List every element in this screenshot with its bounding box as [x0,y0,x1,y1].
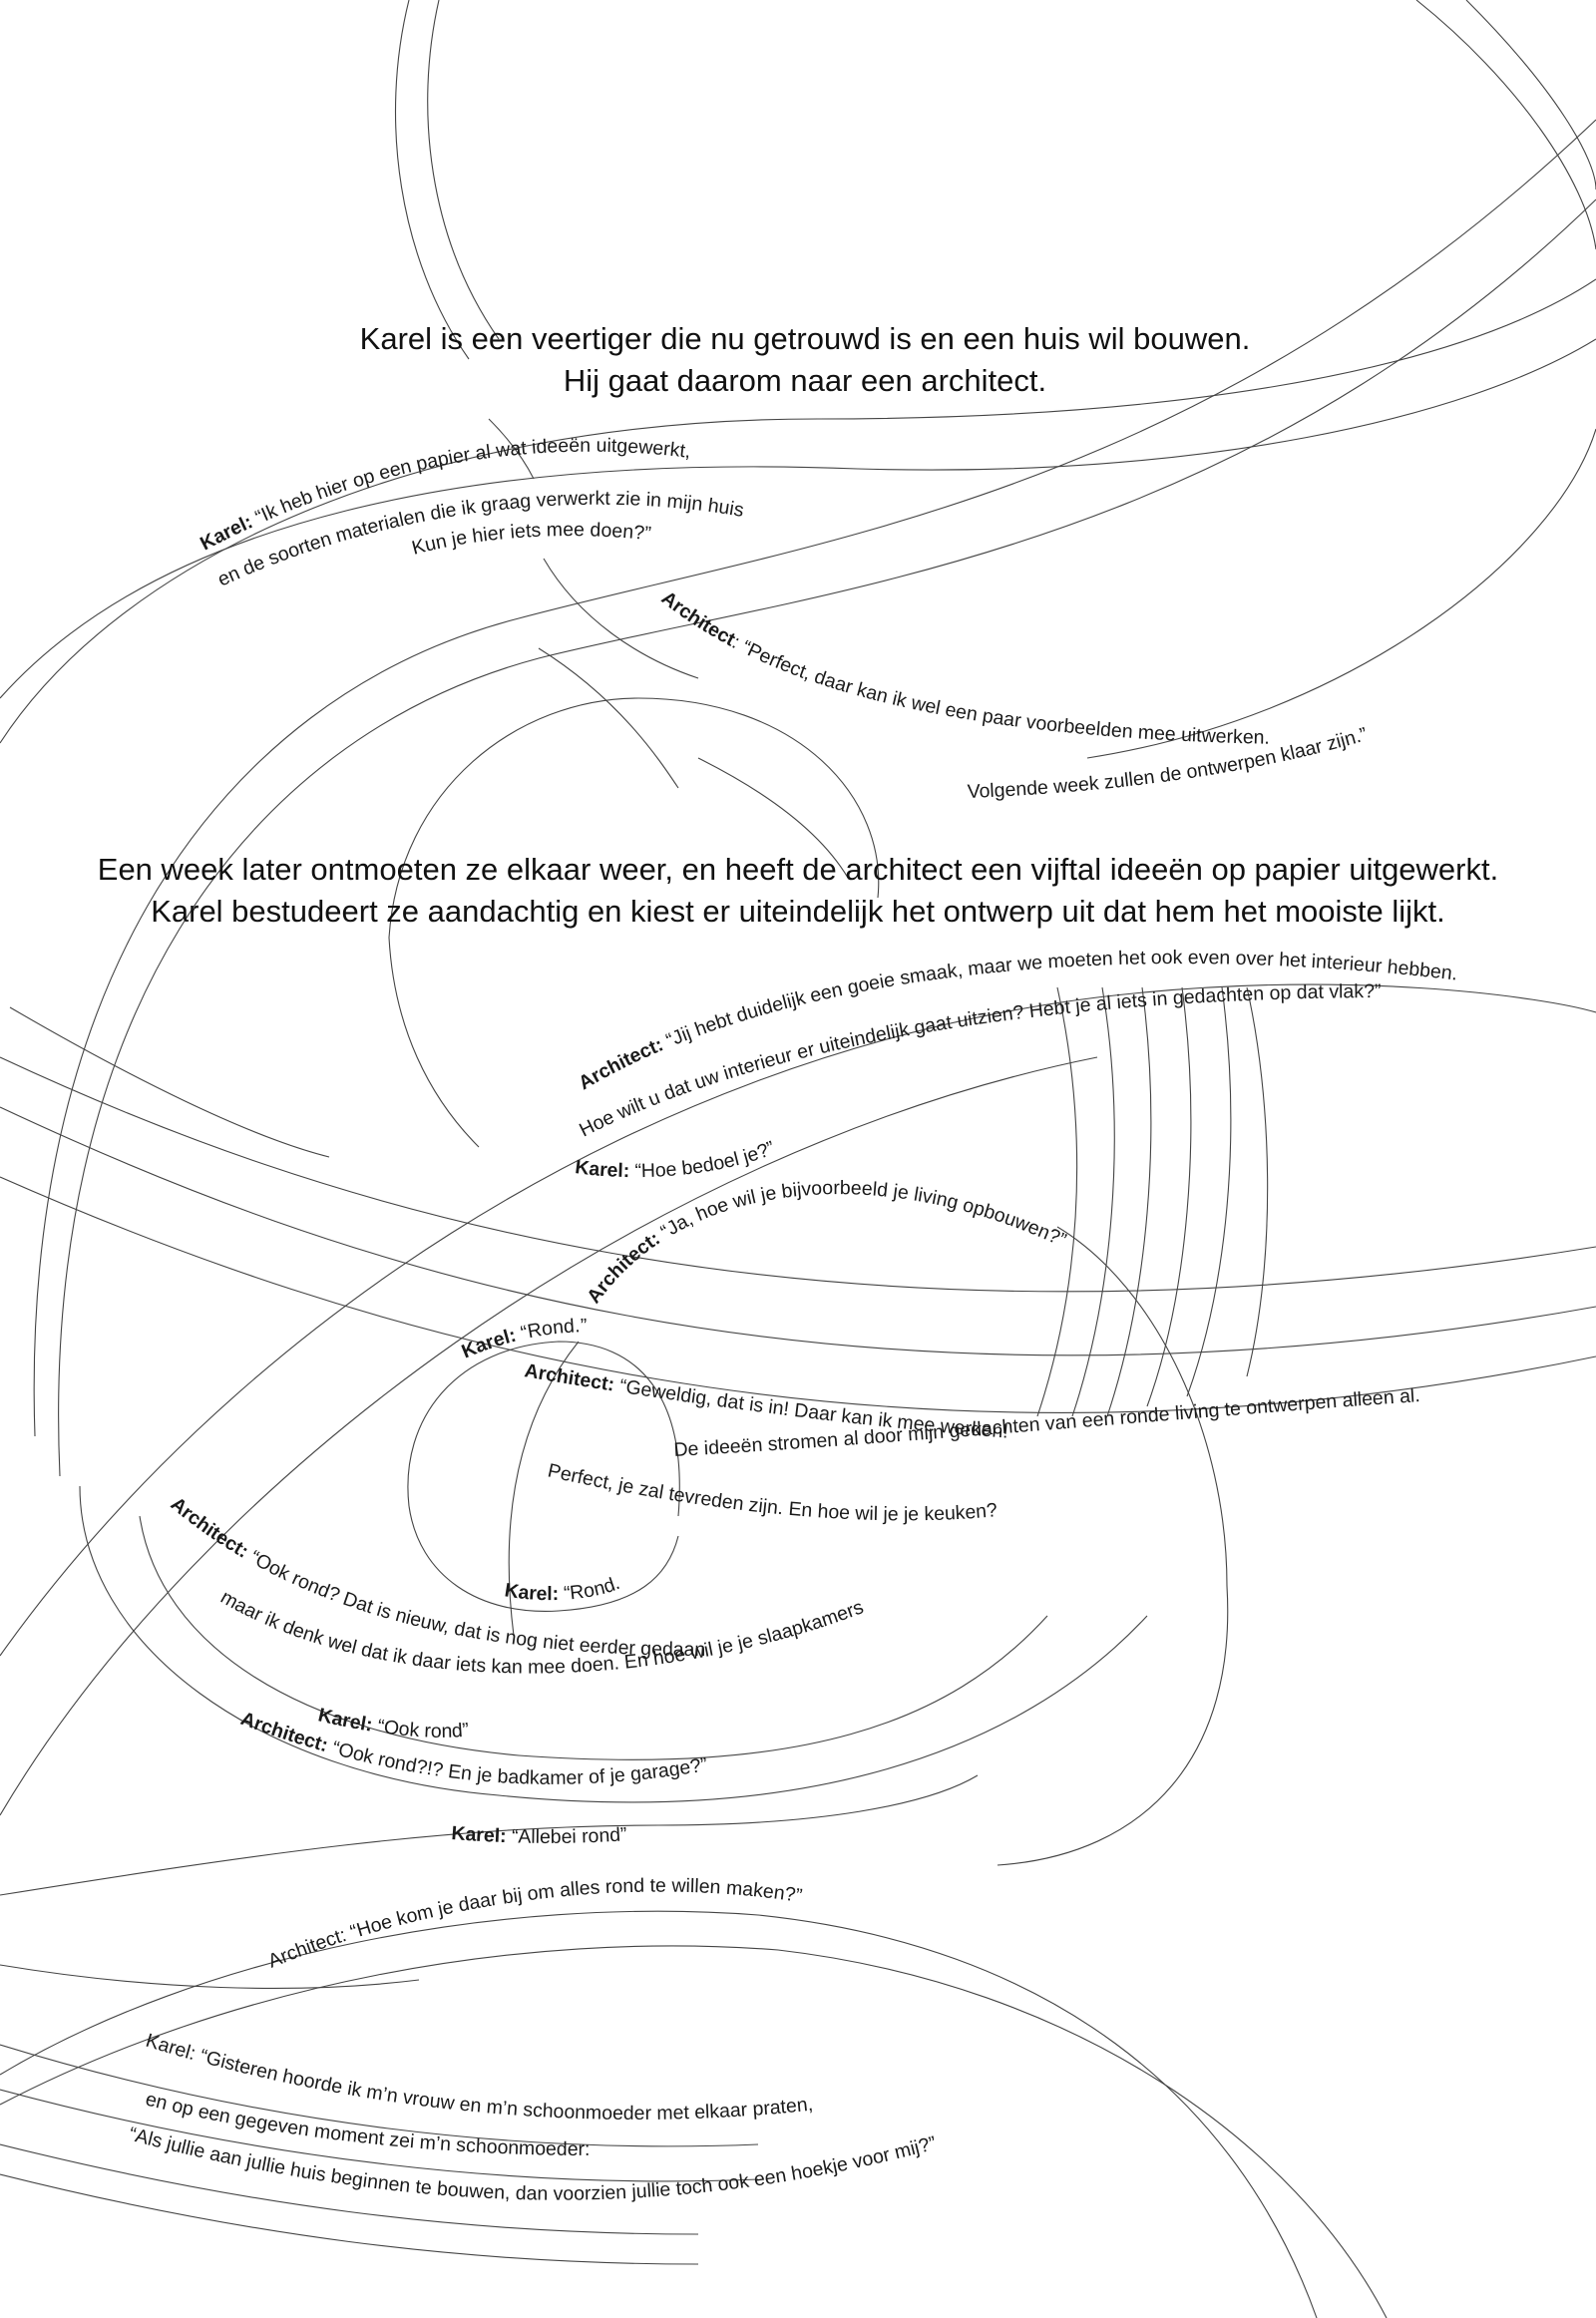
narration-intro-line1: Karel is een veertiger die nu getrouwd i… [360,321,1251,356]
narration-intro: Karel is een veertiger die nu getrouwd i… [360,321,1251,398]
dialogue-architect-2-line1: Architect: “Perfect, daar kan ik wel een… [657,587,1270,749]
narration-week-later: Een week later ontmoeten ze elkaar weer,… [98,852,1498,929]
narration-week-line2: Karel bestudeert ze aandachtig en kiest … [151,894,1445,929]
dialogue-architect-7-line3: Perfect, je zal tevreden zijn. En hoe wi… [0,0,998,1525]
dialogue-karel-14-line3: “Als jullie aan jullie huis beginnen te … [127,2124,939,2205]
dialogue-architect-11: Architect: “Ook rond?!? En je badkamer o… [237,1708,709,1789]
dialogue-karel-4: Karel: “Hoe bedoel je?” [574,1137,778,1182]
dialogue-karel-10: Karel: “Ook rond” [316,1704,471,1741]
dialogue-karel-12: Karel: “Allebei rond” [451,1822,627,1848]
narration-week-line1: Een week later ontmoeten ze elkaar weer,… [98,852,1498,887]
dialogue-architect-9-line1: Architect: “Ook rond? Dat is nieuw, dat … [0,0,705,1661]
dialogue-architect-9-line2: maar ik denk wel dat ik daar iets kan me… [0,0,867,1679]
dialogue-architect-13: Architect: “Hoe kom je daar bij om alles… [265,1875,804,1973]
dialogue-karel-1-line3: Kun je hier iets mee doen?” [410,519,652,560]
dialogue-architect-7-line2: De ideeën stromen al door mijn gedachten… [673,1384,1420,1461]
dialogue-architect-5: Architect: “Ja, hoe wil je bijvoorbeeld … [583,1177,1069,1308]
narration-intro-line2: Hij gaat daarom naar een architect. [564,363,1046,398]
